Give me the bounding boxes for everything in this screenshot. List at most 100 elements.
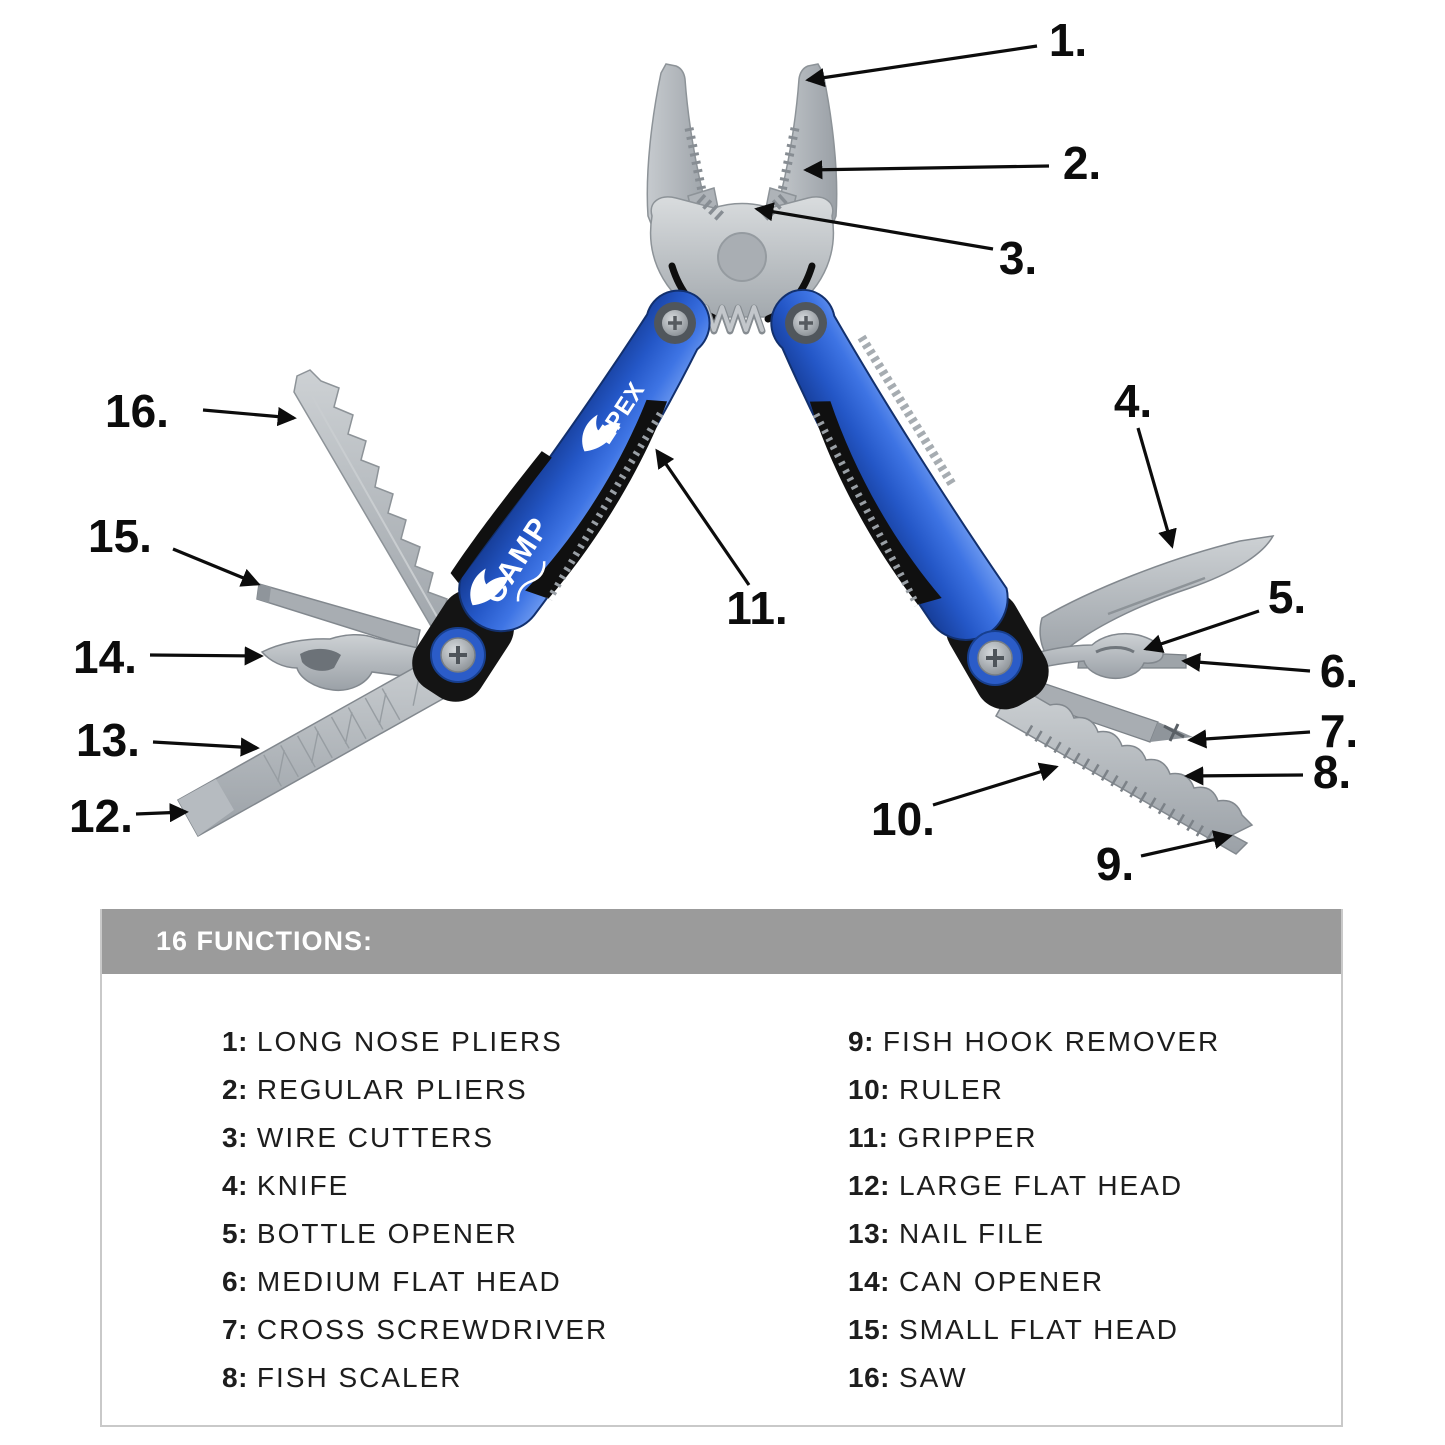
function-item-8: 8: FISH SCALER [222, 1354, 848, 1402]
function-item-9: 9: FISH HOOK REMOVER [848, 1018, 1341, 1066]
function-label: RULER [898, 1074, 1004, 1105]
callout-14-arrow [149, 646, 264, 666]
callout-11-arrow [655, 448, 751, 586]
callout-10-label: 10. [871, 793, 935, 845]
large-flat-head-tip [178, 779, 234, 836]
function-item-4: 4: KNIFE [222, 1162, 848, 1210]
callout-2-arrow [803, 160, 1050, 180]
marlin-fish-icon [582, 414, 621, 452]
callout-9-label: 9. [1096, 838, 1134, 890]
callout-1-label: 1. [1049, 14, 1087, 66]
function-label: WIRE CUTTERS [256, 1122, 495, 1153]
function-item-11: 11:GRIPPER [848, 1114, 1341, 1162]
function-item-2: 2: REGULAR PLIERS [222, 1066, 848, 1114]
pivot-screws [430, 302, 1023, 686]
function-label: BOTTLE OPENER [256, 1218, 518, 1249]
function-number: 6: [222, 1266, 248, 1297]
callout-3-arrow [754, 202, 994, 251]
callout-16-label: 16. [105, 385, 169, 437]
callout-labels: 1. 2. 3. 4. 5. 6. 7. 8. 9. 10. 11. 12. 1… [69, 14, 1358, 890]
callout-16-arrow [202, 407, 297, 427]
function-number: 16: [848, 1362, 890, 1393]
gripper-texture [812, 412, 921, 607]
function-item-15: 15: SMALL FLAT HEAD [848, 1306, 1341, 1354]
function-number: 2: [222, 1074, 248, 1105]
function-item-13: 13: NAIL FILE [848, 1210, 1341, 1258]
function-item-6: 6: MEDIUM FLAT HEAD [222, 1258, 848, 1306]
callout-7-arrow [1187, 729, 1311, 749]
function-label: SAW [898, 1362, 968, 1393]
functions-column-right: 9:FISH HOOK REMOVER 10:RULER 11:GRIPPER … [848, 1018, 1341, 1402]
function-label: FISH HOOK REMOVER [882, 1026, 1221, 1057]
callout-3-label: 3. [999, 232, 1037, 284]
function-item-1: 1: LONG NOSE PLIERS [222, 1018, 848, 1066]
function-number: 11: [848, 1122, 889, 1153]
callout-10-arrow [932, 762, 1059, 807]
callout-11-label: 11. [726, 582, 787, 634]
callout-15-arrow [172, 547, 261, 587]
function-item-14: 14: CAN OPENER [848, 1258, 1341, 1306]
function-number: 14: [848, 1266, 890, 1297]
callout-6-arrow [1181, 652, 1311, 673]
marlin-fish-icon [470, 568, 509, 606]
callout-arrows [135, 44, 1311, 858]
callout-7-label: 7. [1320, 705, 1358, 757]
callout-5-arrow [1143, 609, 1260, 653]
callout-8-label: 8. [1313, 746, 1351, 798]
callout-12-arrow [135, 803, 189, 823]
bottle-opener [1014, 632, 1164, 680]
function-number: 15: [848, 1314, 890, 1345]
function-number: 4: [222, 1170, 248, 1201]
function-label: REGULAR PLIERS [256, 1074, 528, 1105]
pliers-head [646, 63, 838, 323]
pivot-boss [717, 232, 767, 282]
grip-insert [809, 401, 942, 605]
function-number: 10: [848, 1074, 890, 1105]
function-number: 13: [848, 1218, 890, 1249]
functions-column-left: 1: LONG NOSE PLIERS 2: REGULAR PLIERS 3:WI… [222, 1018, 848, 1402]
function-label: LARGE FLAT HEAD [898, 1170, 1184, 1201]
script-flourish [516, 561, 546, 602]
can-opener [260, 634, 453, 692]
callout-9-arrow [1140, 830, 1233, 858]
function-number: 8: [222, 1362, 248, 1393]
function-number: 1: [222, 1026, 248, 1057]
function-label: SMALL FLAT HEAD [898, 1314, 1179, 1345]
function-item-3: 3:WIRE CUTTERS [222, 1114, 848, 1162]
function-number: 9: [848, 1026, 874, 1057]
callout-14-label: 14. [73, 631, 137, 683]
function-number: 5: [222, 1218, 248, 1249]
callout-1-arrow [805, 44, 1038, 88]
function-item-12: 12: LARGE FLAT HEAD [848, 1162, 1341, 1210]
function-label: KNIFE [256, 1170, 350, 1201]
gripper-texture [546, 411, 664, 601]
function-label: CROSS SCREWDRIVER [256, 1314, 609, 1345]
callout-8-arrow [1184, 766, 1304, 786]
callout-5-label: 5. [1268, 571, 1306, 623]
function-label: MEDIUM FLAT HEAD [256, 1266, 562, 1297]
jaw-serration-right [776, 127, 800, 197]
function-label: FISH SCALER [256, 1362, 463, 1393]
functions-list: 1: LONG NOSE PLIERS 2: REGULAR PLIERS 3:WI… [102, 974, 1341, 1402]
function-item-10: 10: RULER [848, 1066, 1341, 1114]
function-item-7: 7: CROSS SCREWDRIVER [222, 1306, 848, 1354]
ruler-fish-scaler [994, 682, 1254, 855]
function-item-16: 16: SAW [848, 1354, 1341, 1402]
callout-4-arrow [1136, 427, 1177, 549]
function-number: 12: [848, 1170, 890, 1201]
functions-header-title: 16 FUNCTIONS: [156, 926, 374, 956]
folded-tool-texture [857, 334, 958, 489]
callout-4-label: 4. [1114, 375, 1152, 427]
nail-file [176, 640, 482, 838]
function-label: LONG NOSE PLIERS [256, 1026, 563, 1057]
callout-6-label: 6. [1320, 645, 1358, 697]
function-number: 7: [222, 1314, 248, 1345]
callout-2-label: 2. [1063, 137, 1101, 189]
function-item-5: 5: BOTTLE OPENER [222, 1210, 848, 1258]
function-label: NAIL FILE [898, 1218, 1046, 1249]
callout-13-arrow [152, 737, 260, 757]
jaw-serration-left [684, 127, 708, 197]
function-label: CAN OPENER [898, 1266, 1105, 1297]
